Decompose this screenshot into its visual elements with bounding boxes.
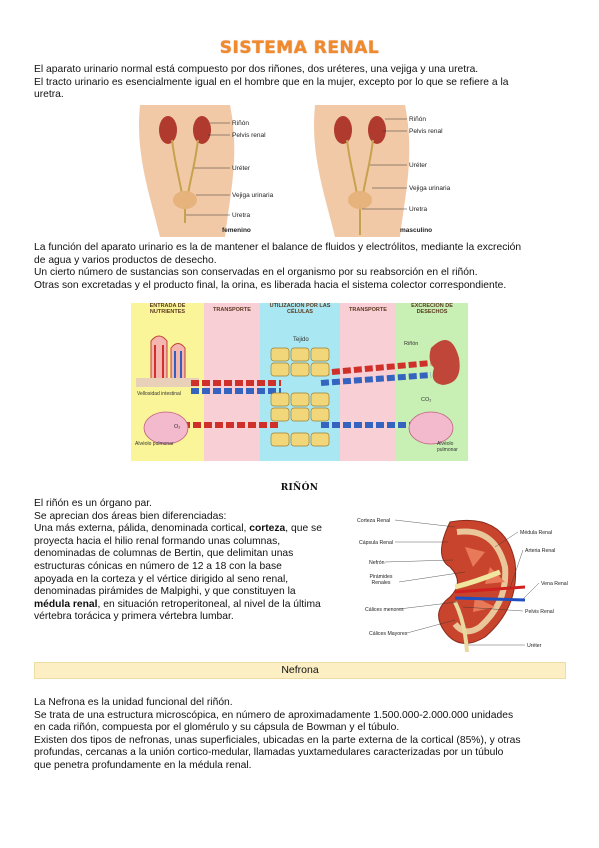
nefrona-line: Existen dos tipos de nefronas, unas supe…	[34, 734, 521, 746]
anatomy-caption: masculino	[400, 227, 432, 234]
anatomy-label: Pelvis renal	[409, 128, 443, 135]
kidney-label: Pelvis Renal	[525, 609, 554, 615]
anatomy-label: Riñón	[232, 120, 249, 127]
intro-line: El tracto urinario es esencialmente igua…	[34, 76, 509, 88]
intestinal-villus	[136, 335, 199, 387]
anatomy-label: Uretra	[232, 212, 250, 219]
rinon-line-part: , en situación retroperitoneal, al nivel…	[97, 598, 321, 610]
urinary-anatomy-figure: Riñón Pelvis renal Uréter Vejiga urinari…	[130, 105, 451, 237]
anatomy-label: Uréter	[409, 162, 428, 169]
rinon-line: apoyada en la corteza y el vértice dirig…	[34, 573, 289, 585]
kidney-section-figure: Corteza Renal Cápsula Renal Nefrón Pirám…	[357, 518, 568, 653]
rinon-line: médula renal, en situación retroperitone…	[34, 599, 354, 612]
rinon-heading: RIÑÓN	[280, 483, 319, 493]
anatomy-label: Pelvis renal	[232, 132, 266, 139]
flow-header: EXCRECIÓN DE DESECHOS	[411, 303, 453, 315]
kidney-label: Cápsula Renal	[359, 540, 393, 546]
kidney-icon	[159, 116, 177, 144]
rinon-line: denominadas pirámides de Malpighi, y que…	[34, 586, 296, 598]
anatomy-label: Vejiga urinaria	[232, 192, 274, 199]
medula-term: médula renal	[34, 598, 98, 610]
intro-text: El aparato urinario normal está compuest…	[34, 64, 574, 102]
function-line: de agua y varios productos de desecho.	[34, 254, 217, 266]
function-line: Otras son excretadas y el producto final…	[34, 279, 507, 291]
flow-header: TRANSPORTE	[213, 307, 251, 313]
alveolus-icon	[408, 411, 454, 445]
nefrona-line: Se trata de una estructura microscópica,…	[34, 709, 514, 721]
rinon-line: vértebra torácica y primera vértebra lum…	[34, 611, 234, 623]
kidney-icon	[429, 340, 460, 385]
tissue-cells	[270, 347, 330, 447]
anatomy-label: Uréter	[232, 165, 251, 172]
kidney-label: Riñón	[404, 341, 418, 347]
kidney-icon	[368, 116, 386, 144]
o2-label: O₂	[174, 424, 180, 430]
nefrona-line: en cada riñón, compuesta por el glomérul…	[34, 722, 400, 734]
function-text: La función del aparato urinario es la de…	[34, 242, 574, 292]
anatomy-label: Riñón	[409, 116, 426, 123]
rinon-line: Una más externa, pálida, denominada cort…	[34, 523, 354, 536]
rinon-line: estructuras cónicas en número de 12 a 18…	[34, 560, 282, 572]
rinon-text: El riñón es un órgano par. Se aprecian d…	[34, 498, 354, 624]
kidney-icon	[334, 116, 352, 144]
kidney-label: Corteza Renal	[357, 518, 390, 524]
rinon-line-part: , que se	[285, 523, 322, 535]
nefrona-line: que penetra profundamente en la médula r…	[34, 759, 252, 771]
villus-label: Vellosidad intestinal	[137, 391, 181, 397]
function-line: La función del aparato urinario es la de…	[34, 242, 522, 253]
tissue-label: Tejido	[293, 337, 309, 343]
kidney-label: Cálices menores	[365, 607, 404, 613]
alveolus-label: Alvéolo pulmonar	[437, 441, 458, 453]
kidney-label: Nefrón	[369, 560, 385, 566]
nefrona-text: La Nefrona es la unidad funcional del ri…	[34, 697, 579, 773]
kidney-label: Cálices Mayores	[369, 631, 408, 637]
kidney-label: Arteria Renal	[525, 548, 555, 554]
kidney-label: Médula Renal	[520, 530, 552, 536]
function-line: Un cierto número de sustancias son conse…	[34, 267, 478, 279]
rinon-line: Se aprecian dos áreas bien diferenciadas…	[34, 510, 227, 522]
rinon-line: proyecta hacia el hilio renal formando u…	[34, 535, 281, 547]
page-title: SISTEMA RENAL	[219, 38, 380, 58]
intro-line: uretra.	[34, 89, 64, 101]
rinon-line: El riñón es un órgano par.	[34, 498, 152, 509]
kidney-label: Uréter	[527, 643, 542, 649]
anatomy-caption: femenino	[222, 227, 251, 234]
flow-header: TRANSPORTE	[349, 307, 387, 313]
nefrona-line: profundas, cercanas a la unión cortico-m…	[34, 747, 504, 759]
alveolus-icon	[143, 411, 189, 445]
flow-header: UTILIZACIÓN POR LAS CÉLULAS	[269, 303, 331, 315]
nefrona-section-bar: Nefrona	[34, 662, 566, 679]
kidney-icon	[193, 116, 211, 144]
nutrient-flow-figure: ENTRADA DE NUTRIENTES TRANSPORTE UTILIZA…	[131, 303, 468, 461]
co2-label: CO₂	[421, 397, 431, 403]
alveolus-label: Alvéolo pulmonar	[135, 441, 174, 447]
corteza-term: corteza	[249, 523, 286, 535]
anatomy-label: Vejiga urinaria	[409, 185, 451, 192]
intro-line: El aparato urinario normal está compuest…	[34, 64, 479, 75]
kidney-label: Pirámides Renales	[369, 574, 393, 586]
rinon-line-part: Una más externa, pálida, denominada cort…	[34, 523, 250, 535]
rinon-line: denominadas de columnas de Bertin, que d…	[34, 548, 294, 560]
anatomy-label: Uretra	[409, 206, 427, 213]
kidney-label: Vena Renal	[541, 581, 568, 587]
flow-header: ENTRADA DE NUTRIENTES	[149, 303, 186, 315]
nefrona-line: La Nefrona es la unidad funcional del ri…	[34, 697, 233, 708]
